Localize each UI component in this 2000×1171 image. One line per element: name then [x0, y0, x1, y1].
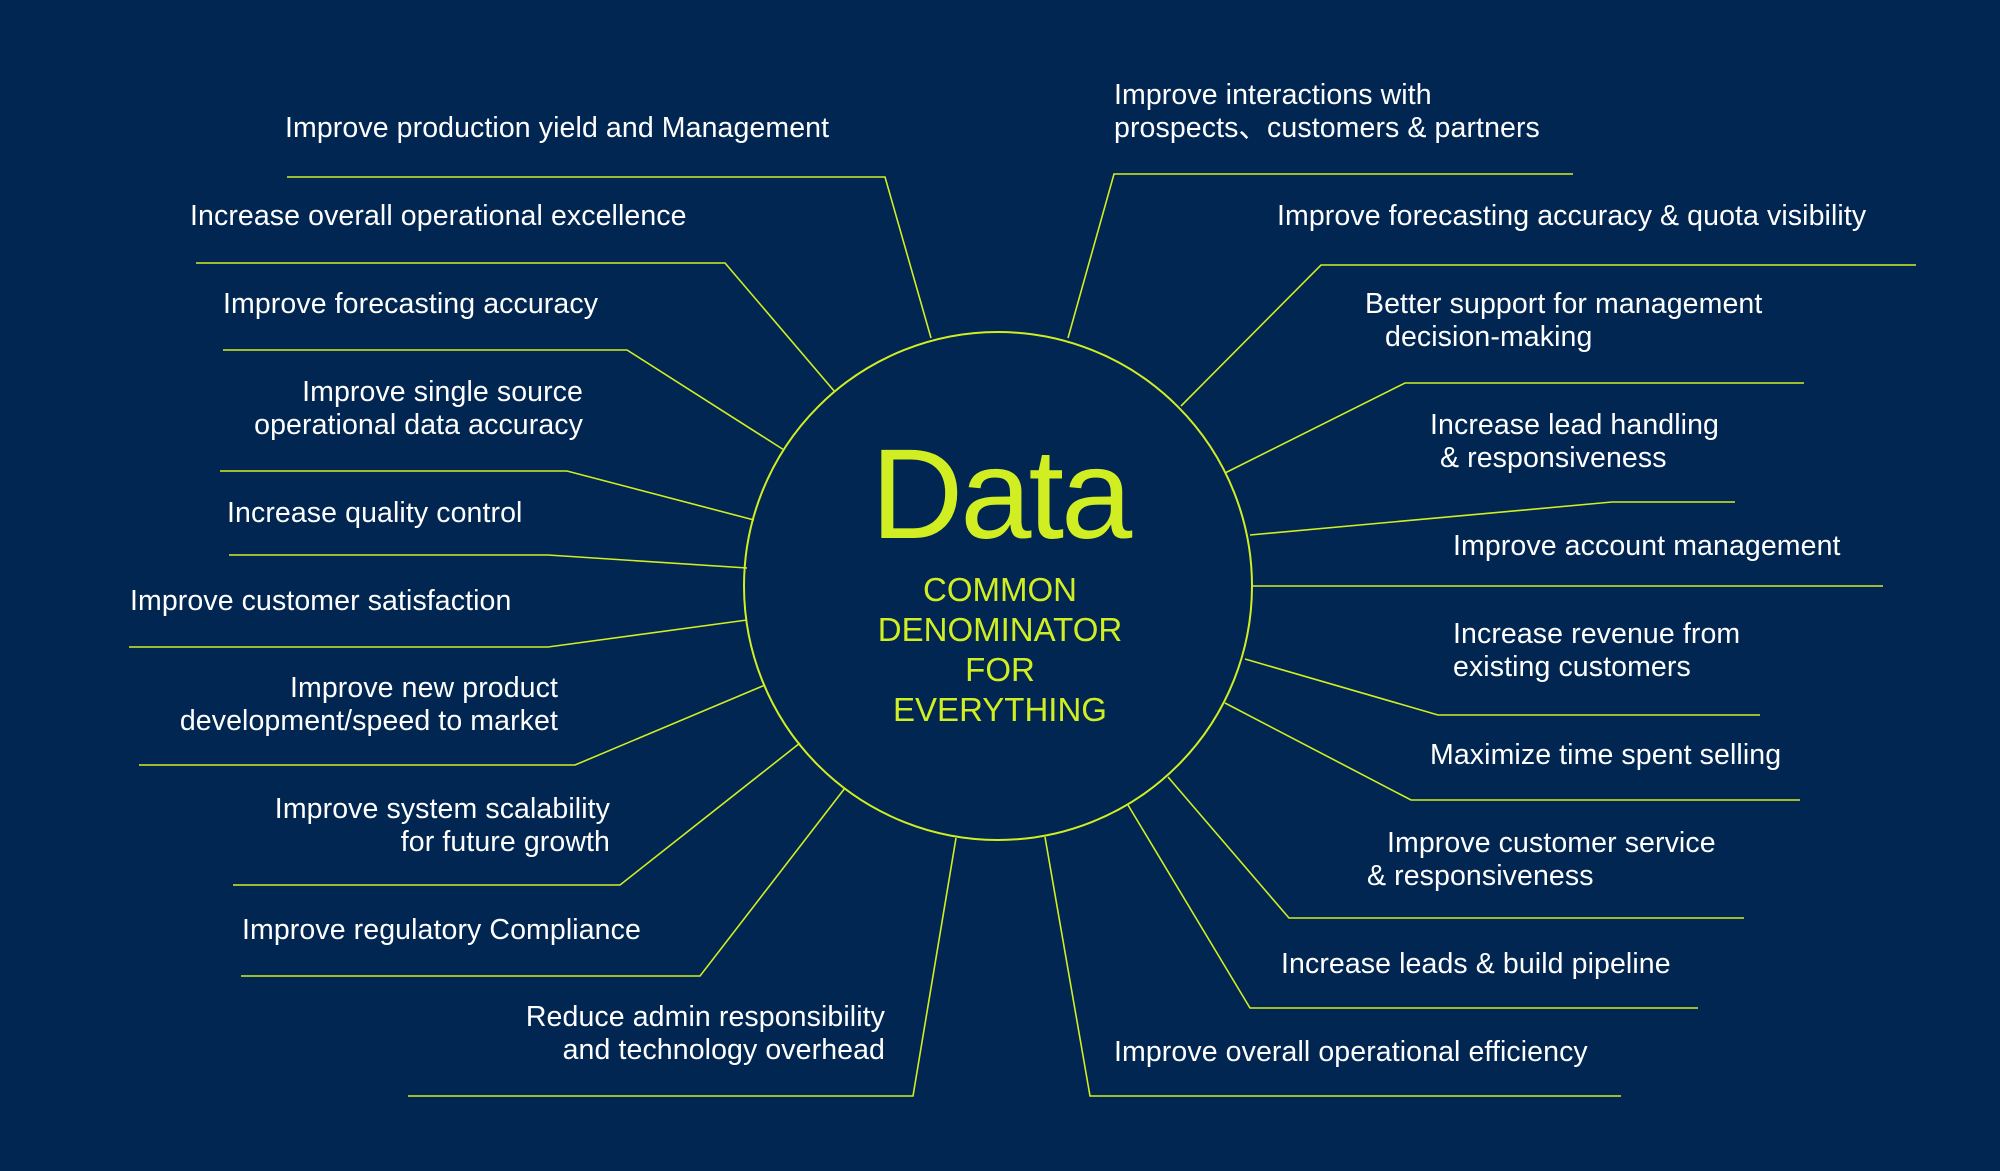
right-connector-2: [1180, 264, 1916, 407]
right-connector-9: [1127, 804, 1698, 1009]
right-connector-1: [1067, 173, 1573, 339]
center-subtitle: COMMON DENOMINATOR FOR EVERYTHING: [820, 570, 1180, 730]
left-connector-3: [223, 349, 785, 451]
right-item-3: Better support for management decision-m…: [1365, 288, 1763, 353]
right-connector-6: [1244, 658, 1760, 716]
left-connector-7: [139, 684, 766, 766]
left-item-10: Reduce admin responsibility and technolo…: [525, 1001, 885, 1066]
left-item-1: Improve production yield and Management: [285, 112, 830, 144]
right-item-5: Improve account management: [1453, 530, 1841, 562]
center-subtitle-line: COMMON: [923, 571, 1077, 608]
right-item-6: Increase revenue from existing customers: [1453, 618, 1741, 683]
left-item-4: Improve single source operational data a…: [254, 376, 583, 441]
center-circle: [743, 331, 1253, 841]
left-item-3: Improve forecasting accuracy: [223, 288, 599, 320]
right-item-1: Improve interactions with prospects、cust…: [1114, 79, 1540, 144]
right-item-2: Improve forecasting accuracy & quota vis…: [1277, 200, 1867, 232]
left-connector-2: [196, 262, 836, 393]
left-item-2: Increase overall operational excellence: [190, 200, 687, 232]
left-item-8: Improve system scalability for future gr…: [274, 793, 610, 858]
left-connector-9: [241, 787, 846, 977]
right-item-7: Maximize time spent selling: [1430, 739, 1782, 771]
right-item-10: Improve overall operational efficiency: [1114, 1036, 1588, 1068]
right-connector-7: [1224, 702, 1800, 801]
center-subtitle-line: DENOMINATOR: [877, 611, 1123, 648]
right-connector-3: [1224, 382, 1804, 474]
left-connector-8: [233, 742, 801, 886]
left-item-7: Improve new product development/speed to…: [179, 672, 558, 737]
center-title: Data: [870, 423, 1132, 566]
left-connector-10: [408, 837, 957, 1097]
right-connector-4: [1249, 501, 1735, 536]
center-subtitle-line: FOR: [965, 651, 1035, 688]
right-item-8: Improve customer service & responsivenes…: [1367, 827, 1716, 892]
right-item-9: Increase leads & build pipeline: [1281, 948, 1671, 980]
left-item-9: Improve regulatory Compliance: [242, 914, 641, 946]
right-connector-8: [1167, 776, 1744, 919]
left-connector-4: [220, 470, 755, 521]
left-item-5: Increase quality control: [227, 497, 523, 529]
left-connector-1: [287, 176, 932, 339]
left-connector-5: [229, 554, 748, 569]
right-item-4: Increase lead handling & responsiveness: [1430, 409, 1719, 474]
left-item-6: Improve customer satisfaction: [130, 585, 512, 617]
center-subtitle-line: EVERYTHING: [893, 691, 1107, 728]
right-connector-10: [1044, 836, 1621, 1097]
left-connector-6: [129, 619, 748, 648]
